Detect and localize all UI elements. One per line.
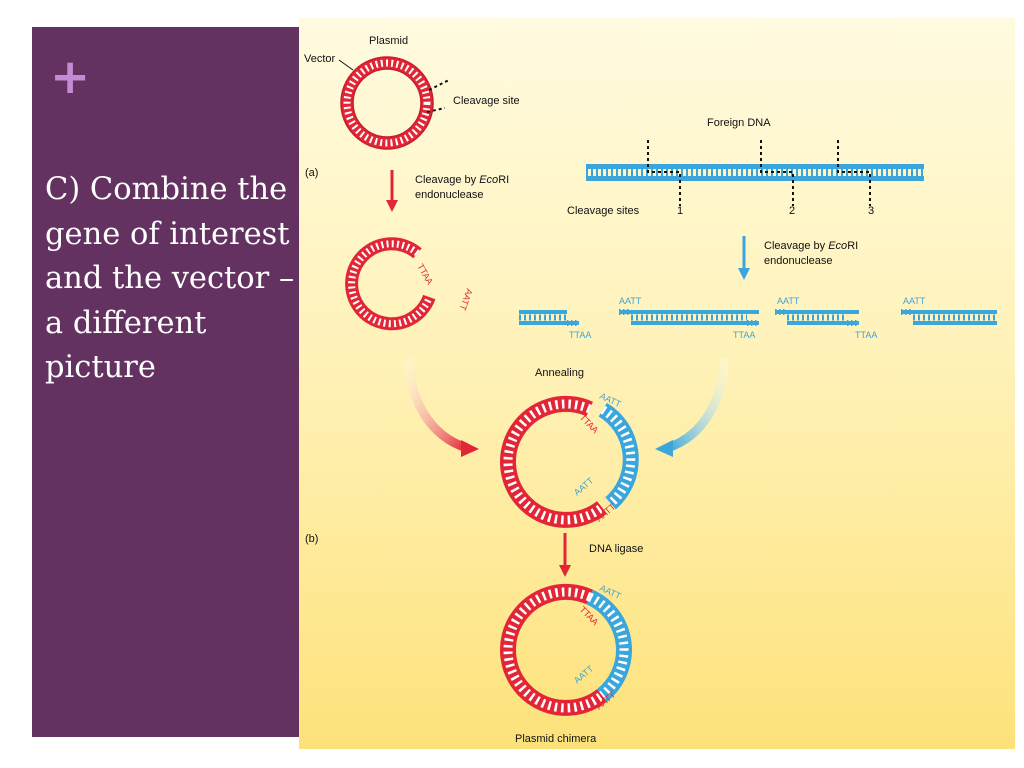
- site-1-label: 1: [677, 205, 683, 217]
- cleavage-enzyme-label-left: Cleavage by EcoRI: [415, 174, 509, 186]
- fragment-overhang-ttaa-2: TTAA: [733, 330, 755, 340]
- annealing-arrowhead-left: [461, 440, 479, 457]
- fragment-overhang-ttaa-1: TTAA: [569, 330, 591, 340]
- dna-fragment-1: [519, 310, 579, 326]
- vector-leader: [338, 59, 354, 71]
- endonuclease-label-left: endonuclease: [415, 189, 484, 201]
- cleavage-site-label: Cleavage site: [453, 95, 520, 107]
- panel-b-label: (b): [305, 533, 318, 545]
- site-3-label: 3: [868, 205, 874, 217]
- site-2-label: 2: [789, 205, 795, 217]
- plasmid-chimera: [500, 583, 632, 716]
- plasmid-chimera-label: Plasmid chimera: [515, 733, 597, 745]
- recombinant-dna-diagram: Plasmid Vector Cleavage site (a) Cleavag…: [299, 18, 1015, 749]
- diagram-background: [299, 18, 1015, 749]
- cleavage-enzyme-label-right: Cleavage by EcoRI: [764, 240, 858, 252]
- endonuclease-label-right: endonuclease: [764, 255, 833, 267]
- cleavage-sites-label: Cleavage sites: [567, 205, 640, 217]
- cleavage-site-markers: [647, 140, 871, 206]
- plus-icon: +: [50, 49, 91, 105]
- slide-title: C) Combine the gene of interest and the …: [45, 172, 295, 385]
- plasmid-ring: [340, 56, 434, 150]
- dna-fragment-4: [901, 309, 997, 325]
- fragment-overhang-aatt-2: AATT: [777, 296, 800, 306]
- fragment-overhang-ttaa-3: TTAA: [855, 330, 877, 340]
- vector-label: Vector: [304, 53, 336, 65]
- opened-plasmid: [345, 237, 436, 331]
- dna-fragment-3: [775, 309, 859, 326]
- fragment-overhang-aatt-1: AATT: [619, 296, 642, 306]
- dna-ligase-label: DNA ligase: [589, 543, 643, 555]
- title-panel: [32, 27, 300, 737]
- plasmid-label: Plasmid: [369, 35, 408, 47]
- annealing-arrowhead-right: [655, 440, 673, 457]
- annealed-plasmid: [500, 395, 639, 528]
- annealing-arrow-left: [404, 357, 469, 453]
- annealing-label: Annealing: [535, 367, 584, 379]
- fragment-overhang-aatt-3: AATT: [903, 296, 926, 306]
- panel-a-label: (a): [305, 167, 318, 179]
- cleavage-marker-upper: [428, 79, 450, 91]
- dna-fragment-2: [619, 309, 759, 326]
- foreign-dna-label: Foreign DNA: [707, 117, 771, 129]
- annealing-arrow-right: [665, 357, 729, 453]
